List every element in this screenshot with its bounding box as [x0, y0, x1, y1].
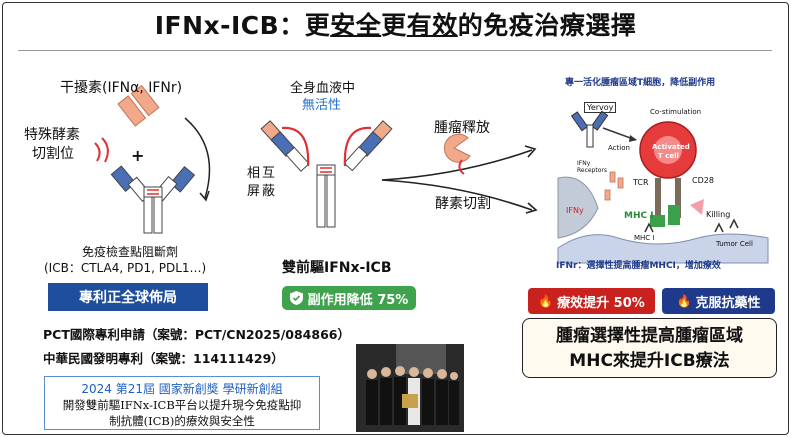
- tcr-label: TCR: [633, 178, 649, 187]
- tumor-release-label: 腫瘤釋放: [434, 120, 490, 136]
- costim-label: Co-stimulation: [650, 108, 702, 116]
- combine-arrow: [184, 117, 211, 199]
- title-divider: [18, 50, 772, 51]
- award-title: 2024 第21屆 國家新創獎 學研新創組: [81, 382, 283, 396]
- plus-sign: +: [131, 146, 145, 165]
- yervoy-label: Yervoy: [584, 102, 617, 113]
- tcell-mechanism-panel: [557, 110, 769, 264]
- fire-icon-2: 🔥: [676, 294, 692, 308]
- efficacy-pill: 🔥療效提升 50%: [528, 288, 655, 314]
- summary-line-2: MHC來提升ICB療法: [569, 351, 730, 371]
- tumor-cell-label: Tumor Cell: [716, 240, 753, 248]
- award-desc-1: 開發雙前驅IFNx-ICB平台以提升現今免疫點抑: [62, 398, 302, 412]
- icb-name: 免疫檢查點阻斷劑: [82, 245, 179, 259]
- figure-title: IFNx-ICB：更安全更有效的免疫治療選擇: [154, 11, 637, 40]
- prodrug-name: 雙前驅IFNx-ICB: [282, 260, 392, 276]
- tw-patent: 中華民國發明專利（案號：114111429）: [43, 351, 284, 366]
- blood-label: 全身血液中: [290, 81, 356, 96]
- award-desc-2: 制抗體(ICB)的療效與安全性: [109, 414, 255, 428]
- ifny-receptors-label: IFNy Receptors: [577, 160, 608, 174]
- summary-line-1: 腫瘤選擇性提高腫瘤區域: [556, 326, 743, 346]
- fire-icon: 🔥: [538, 294, 554, 308]
- icb-examples: (ICB：CTLA4, PD1, PDL1…): [44, 261, 207, 275]
- team-photo: [356, 344, 464, 432]
- pct-patent: PCT國際專利申請（案號：PCT/CN2025/084866）: [43, 327, 350, 342]
- action-label: Action: [608, 144, 630, 152]
- enzyme-cleave-label: 酵素切割: [435, 196, 491, 212]
- activated-tcell-label-1: Activated: [652, 143, 690, 151]
- inactive-label: 無活性: [302, 98, 342, 113]
- shield-check-icon: [289, 291, 303, 305]
- side-effect-pill: 副作用降低 75%: [282, 286, 416, 310]
- icb-antibody-icon: [110, 165, 196, 234]
- prodrug-antibody-icon: [260, 120, 393, 228]
- interferon-icon: [117, 84, 160, 127]
- enzyme-icon: [443, 133, 471, 175]
- mutual-masking-1: 相互: [247, 166, 278, 181]
- enzyme-site-label-1: 特殊酵素: [24, 127, 80, 143]
- resistance-pill: 🔥克服抗藥性: [662, 288, 775, 314]
- mutual-masking-2: 屏蔽: [247, 184, 278, 199]
- summary-box: 腫瘤選擇性提高腫瘤區域 MHC來提升ICB療法: [522, 318, 777, 378]
- award-box: 2024 第21屆 國家新創獎 學研新創組 開發雙前驅IFNx-ICB平台以提升…: [44, 376, 320, 430]
- cleavage-site-icon: [94, 137, 109, 163]
- activated-tcell-label-2: T cell: [658, 152, 679, 160]
- interferon-label: 干擾素(IFNα, IFNr): [60, 80, 183, 96]
- mhc-i-label: MHC I: [624, 211, 654, 221]
- ifny-label: IFNy: [566, 206, 584, 215]
- panel-title: 專一活化腫瘤區域T細胞，降低副作用: [565, 78, 716, 88]
- enzyme-site-label-2: 切割位: [32, 146, 74, 162]
- mhc-i-small-label: MHC I: [634, 234, 655, 242]
- killing-label: Killing: [706, 210, 731, 219]
- patent-global-box: 專利正全球佈局: [48, 283, 208, 311]
- panel-caption: IFNr：選擇性提高腫瘤MHCI，增加療效: [556, 261, 721, 271]
- cd28-label: CD28: [692, 176, 714, 185]
